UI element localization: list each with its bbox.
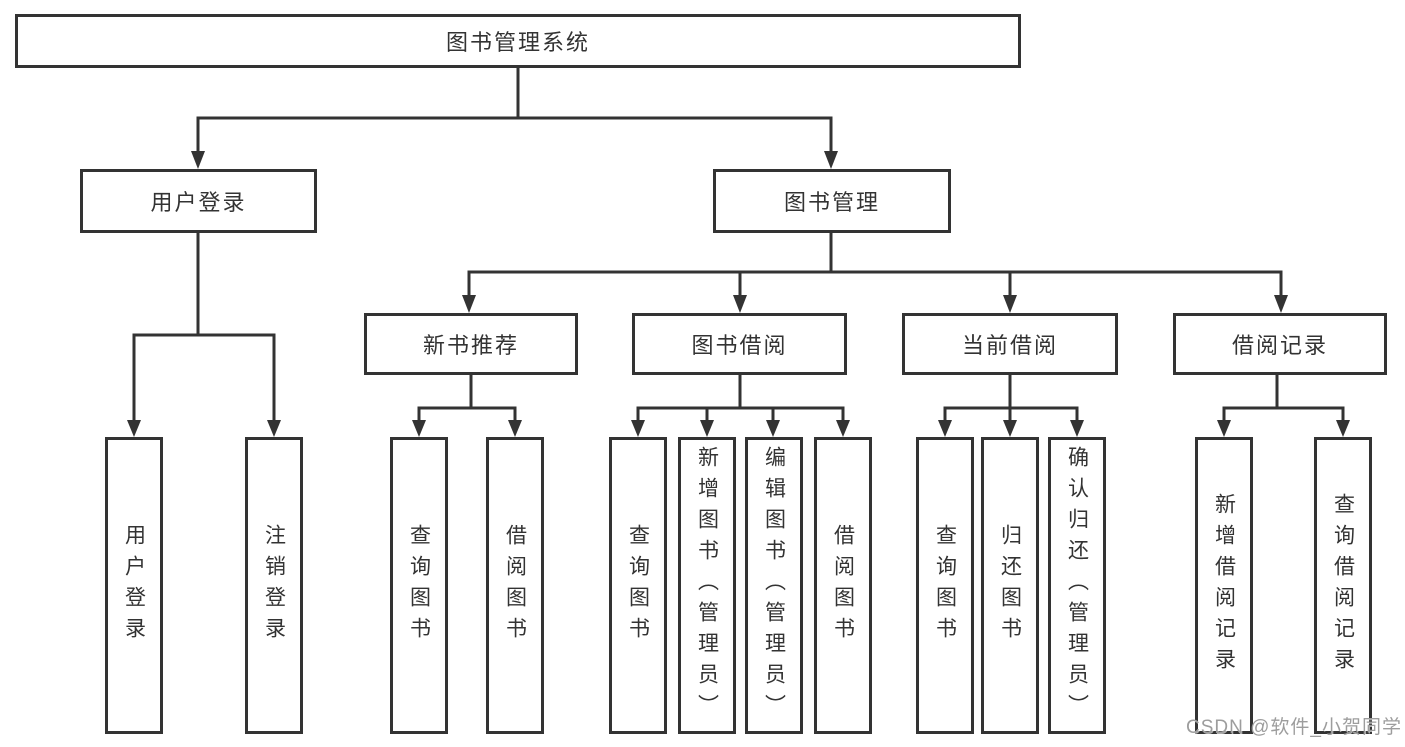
watermark: CSDN @软件_小贺同学 <box>1186 717 1402 738</box>
node-leaf-user-login: 用户登录 <box>105 437 163 734</box>
node-leaf-add-borrow-record: 新增借阅记录 <box>1195 437 1253 734</box>
node-leaf-query-books-recommend: 查询图书 <box>390 437 448 734</box>
node-book-management: 图书管理 <box>713 169 951 233</box>
node-new-book-recommendation: 新书推荐 <box>364 313 578 375</box>
node-user-login: 用户登录 <box>80 169 317 233</box>
node-leaf-query-borrow-record: 查询借阅记录 <box>1314 437 1372 734</box>
node-leaf-query-books-borrow: 查询图书 <box>609 437 667 734</box>
node-library-management-system: 图书管理系统 <box>15 14 1021 68</box>
node-borrowing-records: 借阅记录 <box>1173 313 1387 375</box>
node-leaf-return-books: 归还图书 <box>981 437 1039 734</box>
node-leaf-add-books-admin: 新增图书（管理员） <box>678 437 736 734</box>
node-leaf-logout: 注销登录 <box>245 437 303 734</box>
node-current-borrowing: 当前借阅 <box>902 313 1118 375</box>
node-leaf-query-books-current: 查询图书 <box>916 437 974 734</box>
node-leaf-edit-books-admin: 编辑图书（管理员） <box>745 437 803 734</box>
arrowhead-icons <box>127 151 1350 437</box>
node-leaf-borrow-books-borrow: 借阅图书 <box>814 437 872 734</box>
node-book-borrowing: 图书借阅 <box>632 313 847 375</box>
node-leaf-borrow-books-recommend: 借阅图书 <box>486 437 544 734</box>
node-leaf-confirm-return-admin: 确认归还（管理员） <box>1048 437 1106 734</box>
